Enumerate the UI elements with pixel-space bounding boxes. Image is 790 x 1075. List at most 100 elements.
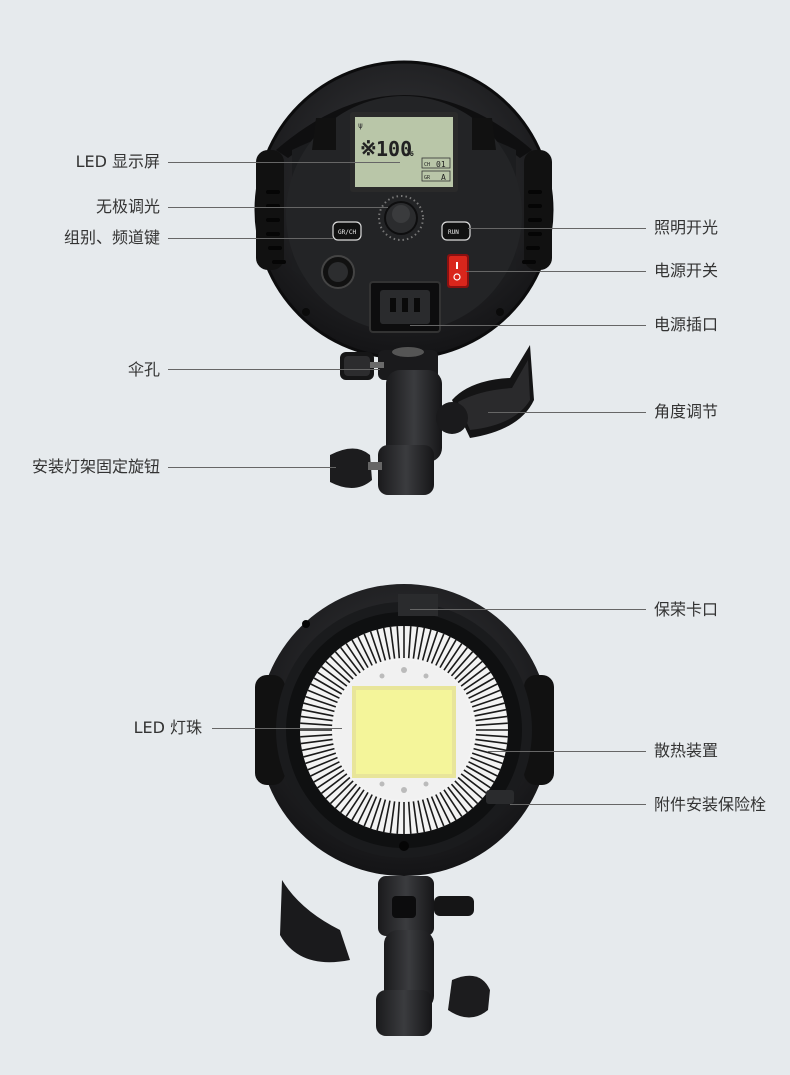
heatsink-fin <box>407 801 412 834</box>
heatsink-fin <box>369 631 382 663</box>
callout-light-switch: 照明开光 <box>654 218 719 237</box>
grch-button[interactable]: GR/CH <box>332 221 362 241</box>
heatsink-fin <box>382 800 391 833</box>
heatsink-fin <box>357 636 373 666</box>
heatsink-fin <box>473 702 505 713</box>
leader-umbrella-hole <box>168 369 380 370</box>
callout-dimmer: 无极调光 <box>95 197 160 216</box>
heatsink-fin <box>303 747 335 758</box>
safety-bolt[interactable] <box>486 790 514 804</box>
lcd-gr-label: GR <box>424 175 431 181</box>
heatsink-fin <box>396 626 401 659</box>
heatsink-fin <box>334 651 358 677</box>
heatsink-fin <box>329 655 354 680</box>
heatsink-fin <box>321 666 348 687</box>
heatsink-fin <box>443 789 463 817</box>
heatsink-fin <box>382 627 391 660</box>
heatsink-fin <box>412 626 419 659</box>
callout-power-socket: 电源插口 <box>654 315 719 334</box>
heatsink-fin <box>313 677 343 695</box>
heatsink-fin <box>305 752 337 765</box>
power-socket[interactable] <box>369 281 441 333</box>
heatsink-fin <box>300 733 333 738</box>
svg-text:※: ※ <box>360 136 377 160</box>
angle-handle[interactable] <box>436 345 534 438</box>
heatsink-fin <box>307 689 338 704</box>
right-grip <box>524 150 552 270</box>
heatsink-fin <box>417 800 426 833</box>
heatsink-fin <box>351 639 369 669</box>
callout-lcd: LED 显示屏 <box>75 152 160 171</box>
mount-knob[interactable] <box>330 448 382 489</box>
heatsink-fin <box>321 773 348 794</box>
heatsink-fin <box>457 776 483 800</box>
lcd-gr-value: A <box>441 173 446 182</box>
heatsink-fin <box>460 773 487 794</box>
leader-angle <box>488 412 646 413</box>
left-grip <box>256 150 284 270</box>
leader-dimmer <box>168 207 388 208</box>
heatsink-fin <box>396 801 401 834</box>
heatsink-fin <box>465 765 495 783</box>
leader-bayonet <box>410 609 646 610</box>
heatsink-fin <box>471 695 503 708</box>
heatsink-fin <box>363 633 378 664</box>
leader-power-socket <box>410 325 646 326</box>
heatsink-fin <box>325 660 351 684</box>
lcd-reading: 100 <box>376 137 412 161</box>
front-view-illustration <box>255 584 554 1036</box>
bayonet-tab <box>398 594 438 616</box>
heatsink-fin <box>460 666 487 687</box>
heatsink-fin <box>454 655 479 680</box>
heatsink-fin <box>447 647 468 674</box>
lcd-ch-value: 01 <box>436 160 446 169</box>
heatsink-fin <box>430 796 445 827</box>
heatsink-fin <box>317 769 345 789</box>
svg-text:ψ: ψ <box>358 121 363 130</box>
heatsink-fin <box>470 689 501 704</box>
callout-bayonet: 保荣卡口 <box>654 600 719 619</box>
grch-button-label: GR/CH <box>338 229 356 236</box>
heatsink-fin <box>475 715 508 722</box>
front-umbrella-knob <box>434 896 474 916</box>
heatsink-fin <box>313 765 343 783</box>
leader-power-switch <box>466 271 646 272</box>
leader-mount-knob <box>168 467 336 468</box>
heatsink-fin <box>435 636 451 666</box>
power-switch[interactable] <box>447 254 469 288</box>
umbrella-knob[interactable] <box>340 352 384 380</box>
leader-led <box>212 728 342 729</box>
heatsink-fin <box>325 776 351 800</box>
heatsink-fin <box>351 791 369 821</box>
heatsink-fin <box>439 791 457 821</box>
led-chip <box>352 667 456 793</box>
heatsink-fin <box>317 671 345 691</box>
lcd-ch-label: CH <box>424 162 430 168</box>
heatsink-fin <box>340 647 361 674</box>
callout-safety-bolt: 附件安装保险栓 <box>654 795 767 814</box>
heatsink-fin <box>426 797 439 829</box>
heatsink-fin <box>457 660 483 684</box>
heatsink-fin <box>300 715 333 722</box>
heatsink-fin <box>447 786 468 813</box>
run-button[interactable]: RUN <box>441 221 471 241</box>
heatsink-fin <box>468 683 498 699</box>
heatsink-fin <box>443 643 463 671</box>
front-mount-knob <box>448 975 490 1018</box>
heatsink-fin <box>421 799 432 831</box>
heatsink-fin <box>465 677 495 695</box>
leader-light-switch <box>468 228 646 229</box>
heatsink-fin <box>468 761 498 777</box>
heatsink-fin <box>369 797 382 829</box>
callout-group-channel: 组别、频道键 <box>63 228 160 247</box>
heatsink-fin <box>310 683 340 699</box>
rear-view-illustration: ψ ※ 100 % CH 01 GR A GR/CH <box>254 60 554 495</box>
heatsink-fin <box>329 780 354 805</box>
heatsink-fin <box>305 695 337 708</box>
heatsink-fin <box>300 722 333 727</box>
heatsink-fin <box>435 794 451 824</box>
callout-heatsink: 散热装置 <box>654 741 719 760</box>
callout-power-switch: 电源开关 <box>654 261 719 280</box>
dimmer-knob[interactable] <box>378 195 424 241</box>
